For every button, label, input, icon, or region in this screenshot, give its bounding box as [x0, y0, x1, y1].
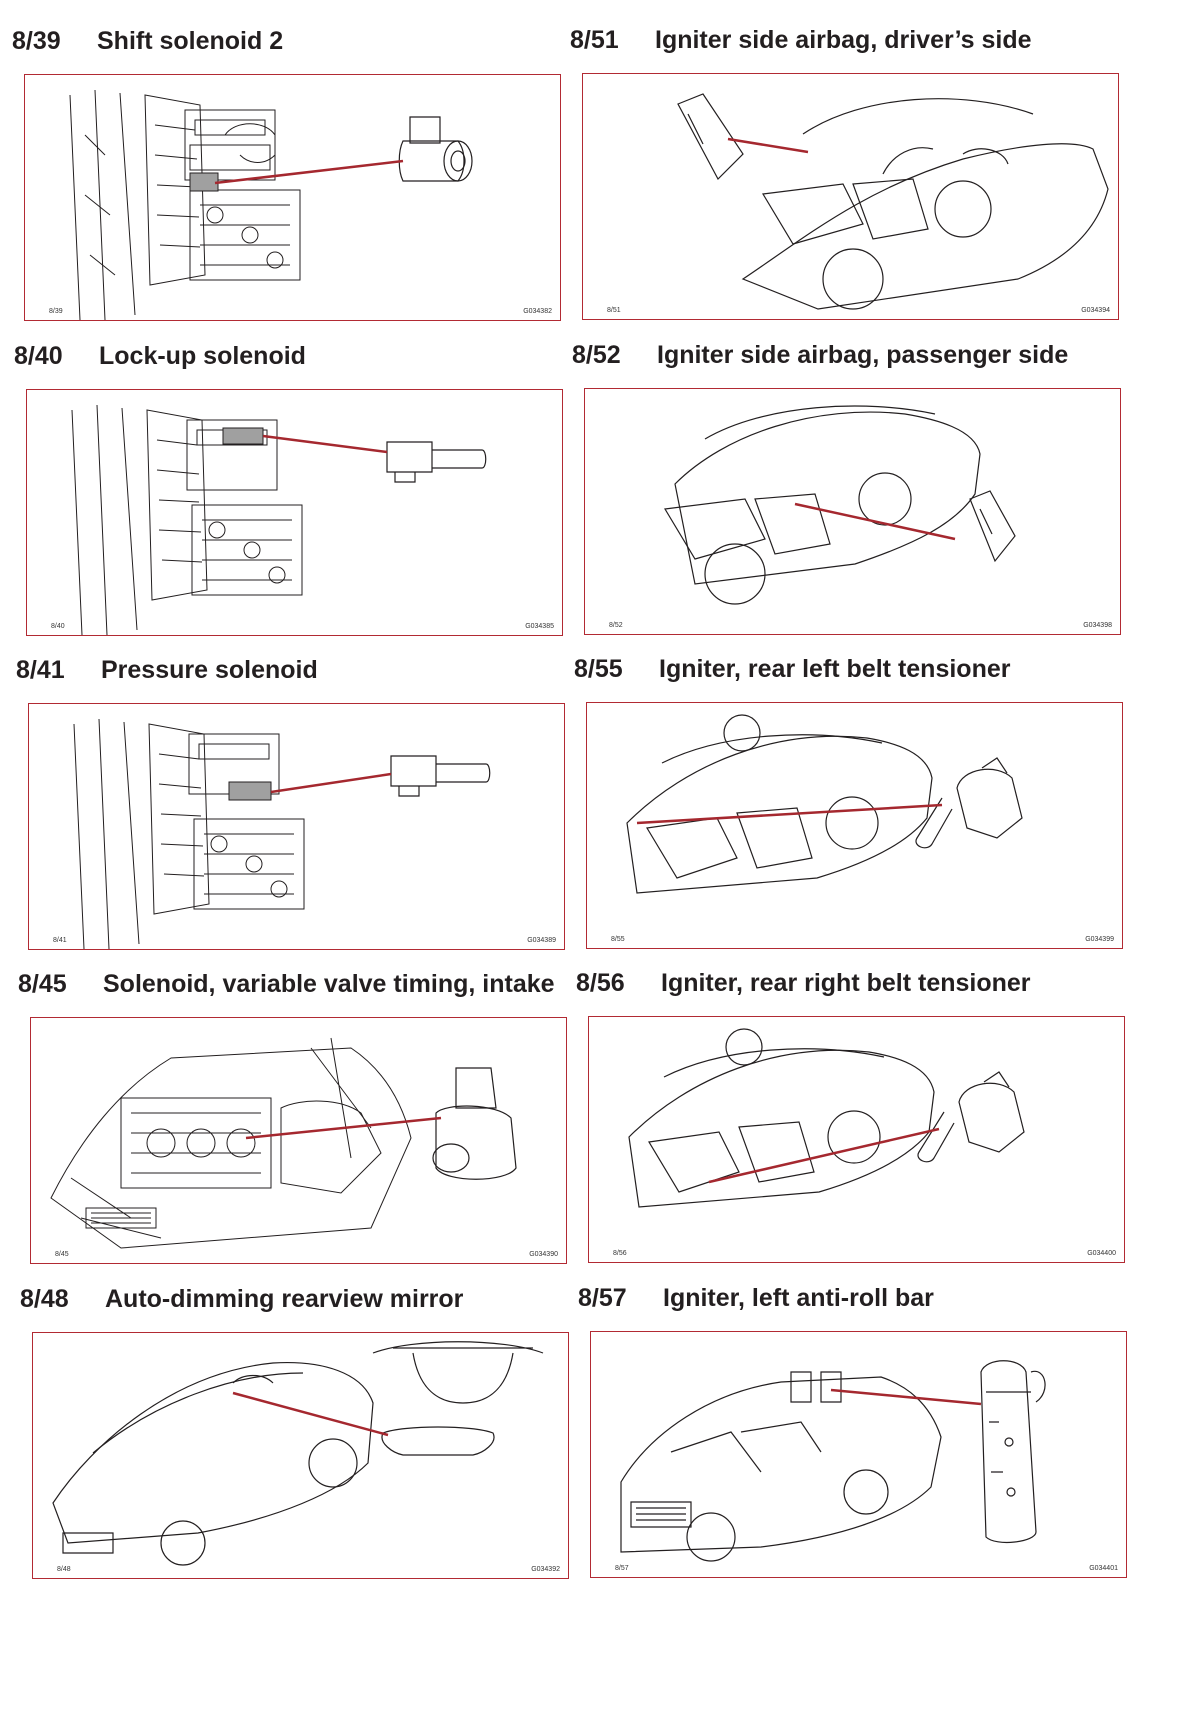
illustration-frame: 8/45 G034390 — [30, 1017, 567, 1264]
transmission-valve-body-illustration — [71, 404, 487, 635]
entry-code: 8/48 — [20, 1285, 69, 1313]
figure-id: G034399 — [1085, 936, 1114, 943]
engine-bay-illustration — [50, 1037, 517, 1249]
figure-id: G034394 — [1081, 307, 1110, 314]
figure-code: 8/56 — [613, 1250, 627, 1257]
entry-title: Igniter, left anti-roll bar — [663, 1284, 934, 1312]
figure-id: G034398 — [1083, 622, 1112, 629]
figure-code: 8/52 — [609, 622, 623, 629]
illustration-frame: 8/41 G034389 — [28, 703, 565, 950]
entry-title: Pressure solenoid — [101, 656, 318, 684]
illustration-frame: 8/48 G034392 — [32, 1332, 569, 1579]
entry-code: 8/45 — [18, 970, 67, 998]
figure-code: 8/48 — [57, 1566, 71, 1573]
entry-title: Igniter side airbag, driver’s side — [655, 26, 1032, 54]
figure-id: G034382 — [523, 308, 552, 315]
figure-id: G034400 — [1087, 1250, 1116, 1257]
entry-code: 8/57 — [578, 1284, 627, 1312]
figure-code: 8/39 — [49, 308, 63, 315]
entry-code: 8/41 — [16, 656, 65, 684]
illustration-frame: 8/57 G034401 — [590, 1331, 1127, 1578]
illustration-frame: 8/40 G034385 — [26, 389, 563, 636]
figure-code: 8/51 — [607, 307, 621, 314]
illustration-frame: 8/55 G034399 — [586, 702, 1123, 949]
figure-id: G034389 — [527, 937, 556, 944]
entry-title: Solenoid, variable valve timing, intake — [103, 970, 555, 998]
illustration-frame: 8/39 G034382 — [24, 74, 561, 321]
illustration-frame: 8/52 G034398 — [584, 388, 1121, 635]
entry-title: Igniter side airbag, passenger side — [657, 341, 1069, 369]
entry-code: 8/52 — [572, 341, 621, 369]
entry-title: Igniter, rear left belt tensioner — [659, 655, 1011, 683]
illustration-frame: 8/56 G034400 — [588, 1016, 1125, 1263]
figure-code: 8/45 — [55, 1251, 69, 1258]
figure-id: G034392 — [531, 1566, 560, 1573]
car-interior-illustration — [664, 405, 1016, 605]
entry-code: 8/55 — [574, 655, 623, 683]
transmission-valve-body-illustration — [69, 89, 473, 320]
transmission-valve-body-illustration — [73, 718, 491, 949]
entry-title: Auto-dimming rearview mirror — [105, 1285, 464, 1313]
entry-code: 8/56 — [576, 969, 625, 997]
entry-code: 8/40 — [14, 342, 63, 370]
car-interior-illustration — [628, 1028, 1025, 1208]
entry-code: 8/39 — [12, 27, 61, 55]
entry-title: Lock-up solenoid — [99, 342, 306, 370]
illustration-frame: 8/51 G034394 — [582, 73, 1119, 320]
figure-code: 8/40 — [51, 623, 65, 630]
car-interior-illustration — [677, 93, 1109, 310]
figure-id: G034385 — [525, 623, 554, 630]
convertible-rollbar-illustration — [620, 1360, 1046, 1562]
figure-code: 8/57 — [615, 1565, 629, 1572]
figure-code: 8/41 — [53, 937, 67, 944]
car-interior-illustration — [626, 714, 1023, 894]
entry-code: 8/51 — [570, 26, 619, 54]
car-mirror-illustration — [52, 1341, 544, 1566]
figure-code: 8/55 — [611, 936, 625, 943]
figure-id: G034401 — [1089, 1565, 1118, 1572]
figure-id: G034390 — [529, 1251, 558, 1258]
entry-title: Shift solenoid 2 — [97, 27, 284, 55]
entry-title: Igniter, rear right belt tensioner — [661, 969, 1031, 997]
